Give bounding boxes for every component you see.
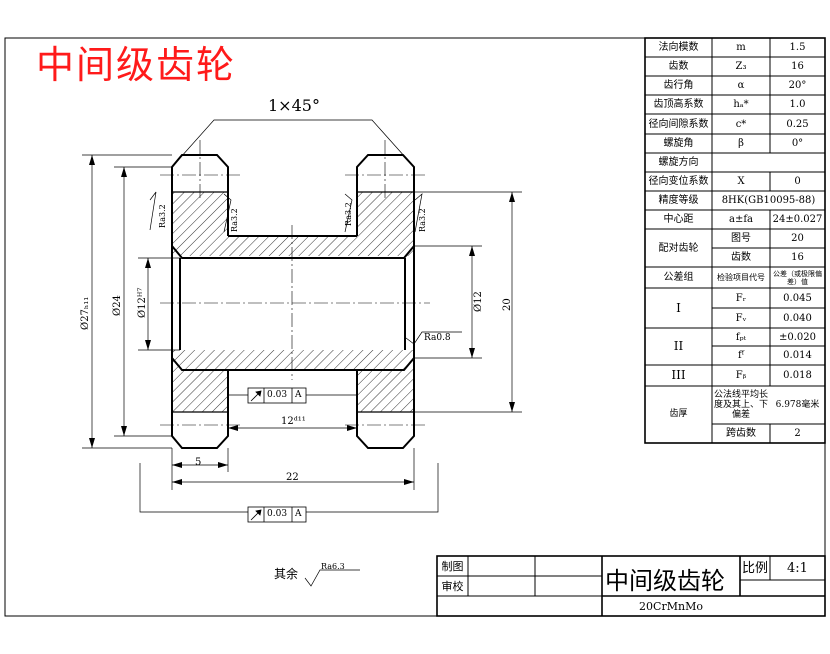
- center-value: 24±0.027: [772, 214, 823, 225]
- arrowheads: [89, 155, 515, 485]
- param-value: 1.5: [789, 42, 806, 53]
- param-label: 螺旋方向: [658, 157, 699, 168]
- group-item-value: ±0.020: [778, 331, 816, 343]
- item-header: 检验项目代号: [717, 273, 765, 282]
- param-symbol: hₐ*: [733, 99, 749, 110]
- dim-length-22: 22: [286, 472, 299, 483]
- param-symbol: c*: [735, 118, 747, 130]
- param-symbol: X: [737, 176, 745, 187]
- group-item-value: 0.018: [783, 370, 812, 381]
- group-item-code: Fᵣ: [735, 292, 747, 304]
- dim-width-12: 12ᵈ¹¹: [281, 416, 306, 427]
- roughness-left-a: Ra3.2: [158, 204, 167, 228]
- param-label: 齿顶高系数: [653, 99, 704, 110]
- group-header: 公差组: [663, 272, 694, 283]
- center-lines: [160, 140, 430, 426]
- drawn-label: 制图: [441, 559, 464, 573]
- param-value: 20°: [788, 80, 807, 91]
- dim-hub-diameter: Ø12: [473, 291, 484, 312]
- param-value: 0.25: [786, 118, 809, 130]
- scale-value: 4:1: [787, 560, 808, 576]
- title-block-grid: [436, 555, 826, 617]
- roughness-right-b: Ra3.2: [418, 208, 427, 232]
- dim-width-5: 5: [195, 457, 202, 468]
- mate-drawing-value: 20: [791, 233, 804, 244]
- center-symbol: a±fa: [728, 214, 753, 225]
- dim-bore-diameter: Ø12ᴴ⁷: [137, 287, 148, 318]
- tol-frame1-datum: A: [295, 390, 302, 400]
- chamfer-leader: [171, 119, 415, 168]
- tol-frame2-datum: A: [295, 509, 302, 519]
- roughness-left-b: Ra3.2: [230, 208, 239, 232]
- group-item-code: fᶠ: [738, 350, 744, 361]
- param-label: 径向间隙系数: [648, 118, 709, 130]
- span-teeth-label: 跨齿数: [726, 428, 756, 439]
- group-item-value: 0.014: [783, 350, 812, 361]
- roughness-bore: Ra0.8: [424, 333, 451, 343]
- param-label: 法向模数: [658, 42, 699, 53]
- param-label: 齿数: [668, 61, 689, 72]
- hatch-areas: [172, 192, 414, 412]
- roughness-rest-value: Ra6.3: [321, 562, 345, 571]
- param-value: [712, 153, 825, 172]
- group-item-code: Fᵥ: [735, 312, 747, 324]
- mate-teeth-value: 16: [791, 252, 804, 263]
- group-item-code: Fᵦ: [735, 370, 747, 381]
- param-symbol: Z₃: [735, 61, 747, 72]
- group-name: I: [676, 300, 681, 315]
- dim-root-diameter: Ø24: [112, 295, 123, 316]
- roughness-rest-prefix: 其余: [274, 567, 299, 581]
- param-symbol: m: [736, 42, 746, 53]
- gear-section: [171, 154, 415, 449]
- tolerance-frames: [247, 387, 307, 523]
- param-label: 齿行角: [663, 80, 694, 91]
- param-table-grid: [644, 37, 826, 444]
- common-normal-label: 公法线平均长度及其上、下偏差: [713, 390, 768, 420]
- tol-frame1-value: 0.03: [267, 390, 288, 400]
- scale-label: 比例: [741, 560, 768, 576]
- group-item-value: 0.040: [783, 312, 812, 324]
- param-value: 16: [791, 61, 804, 72]
- dim-outer-diameter: Ø27ₕ₁₁: [80, 296, 91, 330]
- mate-teeth-label: 齿数: [731, 252, 751, 263]
- check-label: 审校: [441, 579, 464, 593]
- dim-lines: [82, 154, 522, 513]
- tol-header: 公差（或极限偏差）值: [773, 269, 822, 286]
- part-name: 中间级齿轮: [605, 567, 725, 595]
- drawing-title: 中间级齿轮: [36, 43, 237, 87]
- param-value: 1.0: [789, 99, 806, 110]
- span-teeth-value: 2: [794, 428, 801, 439]
- precision-label: 精度等级: [658, 195, 699, 206]
- param-symbol: β: [738, 138, 744, 149]
- tol-frame2-value: 0.03: [267, 509, 288, 519]
- roughness-symbols: [149, 191, 462, 587]
- mate-label: 配对齿轮: [658, 242, 699, 254]
- group-name: III: [671, 368, 686, 382]
- roughness-right-a: Ra3.2: [344, 202, 353, 226]
- common-normal-value: 6.978毫米: [775, 399, 820, 410]
- group-name: II: [673, 339, 684, 353]
- runout-icons: [250, 390, 262, 521]
- param-value: 0: [794, 176, 801, 187]
- mate-drawing-label: 图号: [731, 233, 751, 244]
- group-item-value: 0.045: [783, 292, 812, 304]
- chamfer-label: 1×45°: [268, 96, 320, 115]
- material: 20CrMnMo: [639, 599, 703, 613]
- precision-value: 8HK(GB10095-88): [721, 195, 816, 206]
- param-label: 径向变位系数: [648, 176, 709, 187]
- param-symbol: α: [737, 80, 745, 91]
- param-label: 螺旋角: [663, 138, 694, 149]
- dim-length-20: 20: [502, 298, 513, 311]
- group-item-code: fₚₜ: [735, 331, 747, 343]
- param-value: 0°: [791, 138, 804, 149]
- tooth-thick-label: 齿厚: [669, 409, 688, 419]
- center-label: 中心距: [663, 214, 694, 225]
